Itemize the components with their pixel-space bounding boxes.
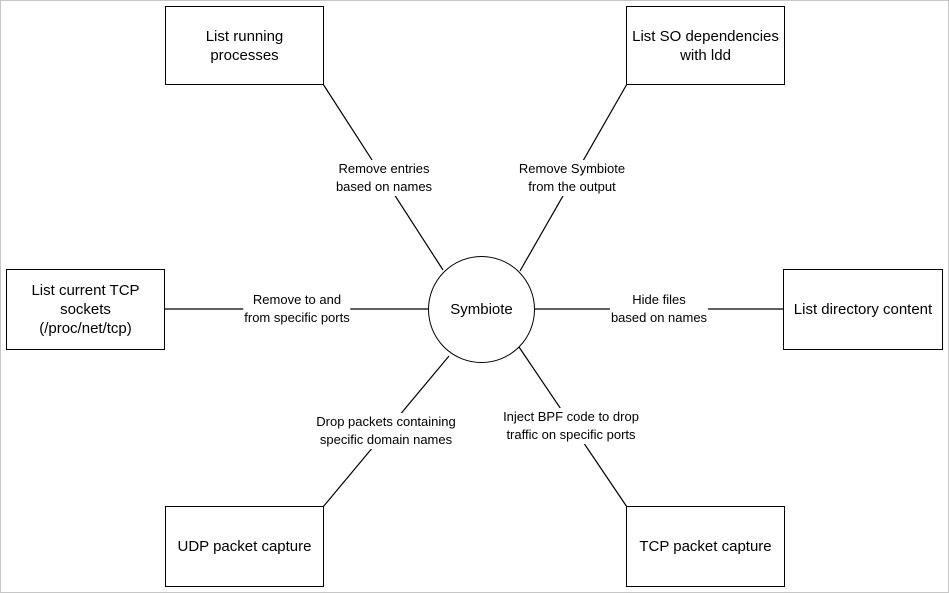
edge-label-tcp-capture: Inject BPF code to drop traffic on speci… <box>502 408 640 444</box>
node-list-running-processes[interactable]: List running processes <box>165 6 324 85</box>
node-list-directory-content[interactable]: List directory content <box>783 269 943 350</box>
node-list-tcp-sockets[interactable]: List current TCP sockets (/proc/net/tcp) <box>6 269 165 350</box>
node-label: UDP packet capture <box>177 538 312 555</box>
node-label: List directory content <box>793 301 933 318</box>
node-label: TCP packet capture <box>639 538 772 555</box>
edge-label-directory: Hide files based on names <box>609 291 709 327</box>
node-label: List current TCP sockets (/proc/net/tcp) <box>31 282 140 337</box>
center-label: Symbiote <box>450 301 513 318</box>
edge-label-udp-capture: Drop packets containing specific domain … <box>315 413 457 449</box>
node-list-so-dependencies[interactable]: List SO dependencies with ldd <box>626 6 785 85</box>
node-label: List SO dependencies with ldd <box>632 27 779 64</box>
node-udp-packet-capture[interactable]: UDP packet capture <box>165 506 324 587</box>
edge-label-ldd: Remove Symbiote from the output <box>517 160 627 196</box>
node-label: List running processes <box>205 27 284 64</box>
edge-label-processes: Remove entries based on names <box>334 160 434 196</box>
node-symbiote[interactable]: Symbiote <box>428 256 535 363</box>
node-tcp-packet-capture[interactable]: TCP packet capture <box>626 506 785 587</box>
edge-label-tcp-sockets: Remove to and from specific ports <box>243 291 351 327</box>
